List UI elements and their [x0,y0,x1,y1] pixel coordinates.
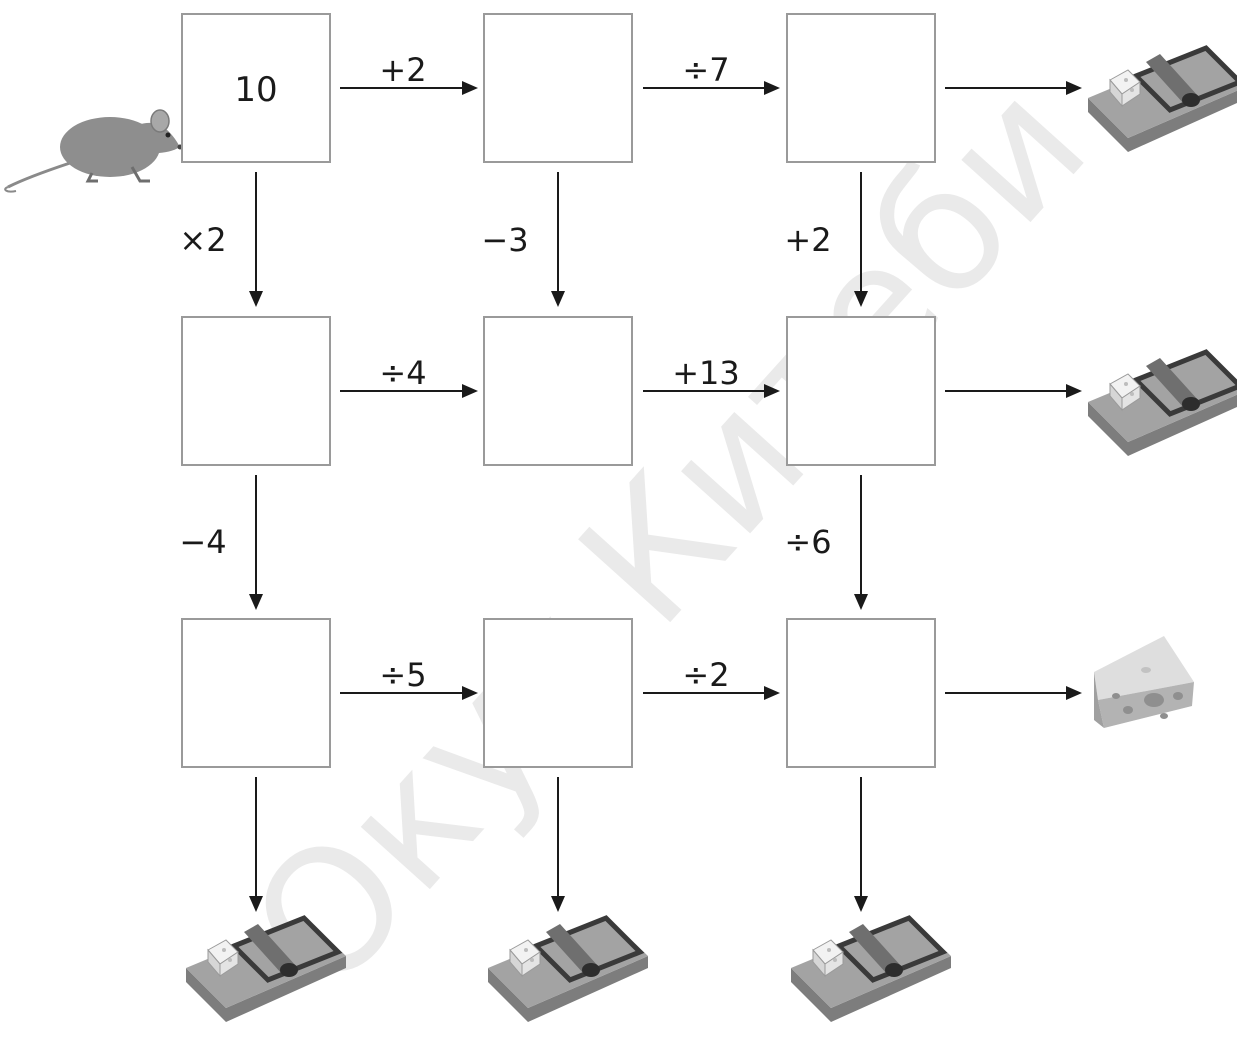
arrow-c1-r1-r2 [249,172,263,307]
op-label-c1-r1-r2: ×2 [179,221,226,259]
cell-r1c2[interactable] [484,14,632,162]
op-label-r2-c2-c3: +13 [672,354,740,392]
op-label-r3-c1-c2: ÷5 [379,656,426,694]
arrow-c2-r1-r2 [551,172,565,307]
op-label-c2-r1-r2: −3 [481,221,528,259]
cell-r3c2[interactable] [484,619,632,767]
op-label-c3-r1-r2: +2 [784,221,831,259]
mousetrap-icon [791,918,951,1022]
op-label-c3-r2-r3: ÷6 [784,523,831,561]
cell-r2c1[interactable] [182,317,330,465]
arrow-r3-out [945,686,1082,700]
mousetrap-icon [488,918,648,1022]
mouse-icon [5,110,182,192]
arrow-c3-out [854,777,868,912]
cell-r3c3[interactable] [787,619,935,767]
cell-r2c2[interactable] [484,317,632,465]
watermark-text: Окуу Китеби [213,46,1124,1027]
op-label-c1-r2-r3: −4 [179,523,226,561]
op-label-r2-c1-c2: ÷4 [379,354,426,392]
mousetrap-icon [186,918,346,1022]
mousetrap-icon [1088,352,1237,456]
op-label-r1-c1-c2: +2 [379,51,426,89]
arrow-c1-r2-r3 [249,475,263,610]
cell-r1c3[interactable] [787,14,935,162]
cell-r3c1[interactable] [182,619,330,767]
arrow-r2-out [945,384,1082,398]
cell-value-r1c1: 10 [234,70,277,110]
op-label-r3-c2-c3: ÷2 [682,656,729,694]
arrow-c3-r2-r3 [854,475,868,610]
op-label-r1-c2-c3: ÷7 [682,51,729,89]
mousetrap-icon [1088,48,1237,152]
cheese-icon [1094,636,1194,728]
cell-r2c3[interactable] [787,317,935,465]
